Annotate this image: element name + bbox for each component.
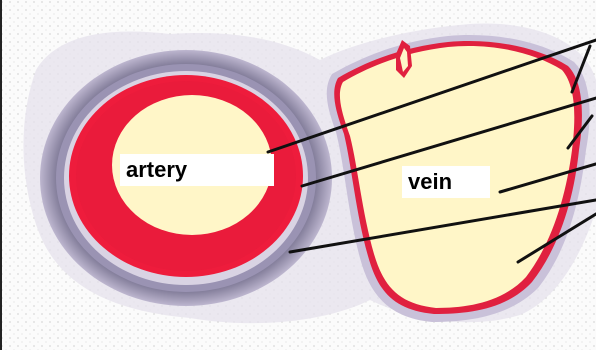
vein-label: vein: [402, 166, 490, 198]
artery-label: artery: [120, 154, 274, 186]
